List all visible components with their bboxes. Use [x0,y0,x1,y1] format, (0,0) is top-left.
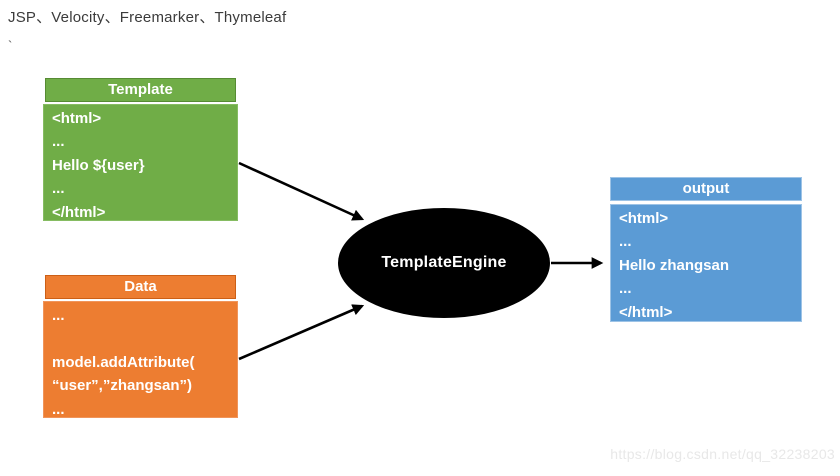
template-line: ... [52,133,65,151]
data-line: ... [52,400,65,418]
data-line: model.addAttribute( [52,353,195,371]
page-title: JSP、Velocity、Freemarker、Thymeleaf [8,9,287,26]
output-line: <html> [619,210,669,227]
output-line: </html> [619,303,673,321]
arrow-data-to-engine-icon [238,304,365,361]
output-line: ... [619,233,632,251]
template-box-header: Template [45,78,236,102]
data-line: ... [52,307,65,324]
template-box-body: <html> ... Hello ${user} ... </html> [43,104,238,221]
data-line: “user”,”zhangsan”) [52,377,193,395]
arrow-template-to-engine-icon [238,161,365,221]
data-box-header: Data [45,275,236,299]
template-line: <html> [52,110,102,127]
watermark-text: https://blog.csdn.net/qq_32238203 [610,446,835,462]
output-box-body: <html> ... Hello zhangsan ... </html> [610,204,802,322]
output-line: ... [619,280,632,298]
output-line: Hello zhangsan [619,256,730,274]
template-engine-node: TemplateEngine [338,208,550,318]
template-line: ... [52,180,65,198]
template-line: </html> [52,203,106,221]
output-box-header: output [610,177,802,201]
data-line [52,327,233,350]
template-engine-label: TemplateEngine [381,254,507,271]
template-line: Hello ${user} [52,156,145,174]
stray-mark: ` [8,38,13,53]
data-box-body: ... model.addAttribute( “user”,”zhangsan… [43,301,238,418]
